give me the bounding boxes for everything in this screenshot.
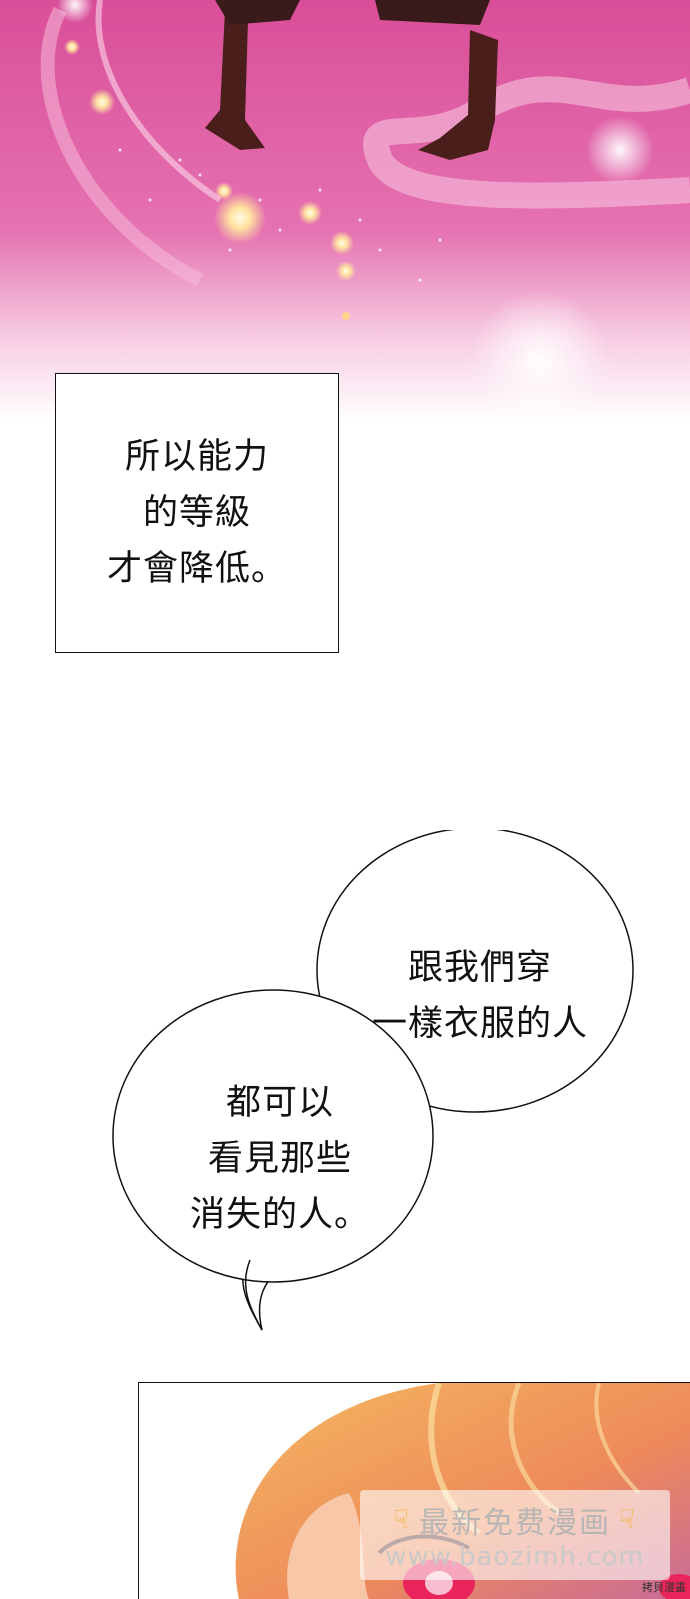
pointing-hand-icon: ☟	[393, 1505, 411, 1535]
watermark-title-text: 最新免费漫画	[419, 1506, 611, 1541]
watermark: ☟ 最新免费漫画 ☟ www.baozimh.com	[360, 1490, 670, 1580]
narration-caption-box: 所以能力 的等級 才會降低。	[55, 373, 339, 653]
watermark-title: ☟ 最新免费漫画 ☟	[393, 1498, 637, 1542]
caption-line: 所以能力	[124, 437, 269, 477]
pointing-hand-icon: ☟	[619, 1505, 637, 1535]
bubble-line: 跟我們穿	[407, 948, 552, 988]
bubble-left-text: 都可以 看見那些 消失的人。	[150, 1075, 410, 1243]
bubble-line: 一樣衣服的人	[371, 1004, 588, 1044]
speech-bubbles-area: 跟我們穿 一樣衣服的人 都可以 看見那些 消失的人。	[0, 830, 690, 1350]
speech-bubble-left	[112, 989, 434, 1283]
caption-line: 的等級	[142, 493, 251, 533]
bubble-right-text: 跟我們穿 一樣衣服的人	[340, 940, 620, 1052]
bubble-line: 看見那些	[207, 1139, 352, 1179]
speech-bubble-right	[316, 830, 634, 1113]
top-illustration-panel	[0, 0, 690, 420]
bubble-line: 都可以	[225, 1083, 334, 1123]
magic-scene-art	[0, 0, 690, 420]
bubble-line: 消失的人。	[189, 1195, 370, 1235]
speech-bubble-shapes	[112, 830, 634, 1331]
caption-line: 才會降低。	[106, 549, 287, 589]
watermark-url: www.baozimh.com	[385, 1542, 645, 1572]
corner-source-label: 拷貝漫畫	[642, 1581, 686, 1594]
